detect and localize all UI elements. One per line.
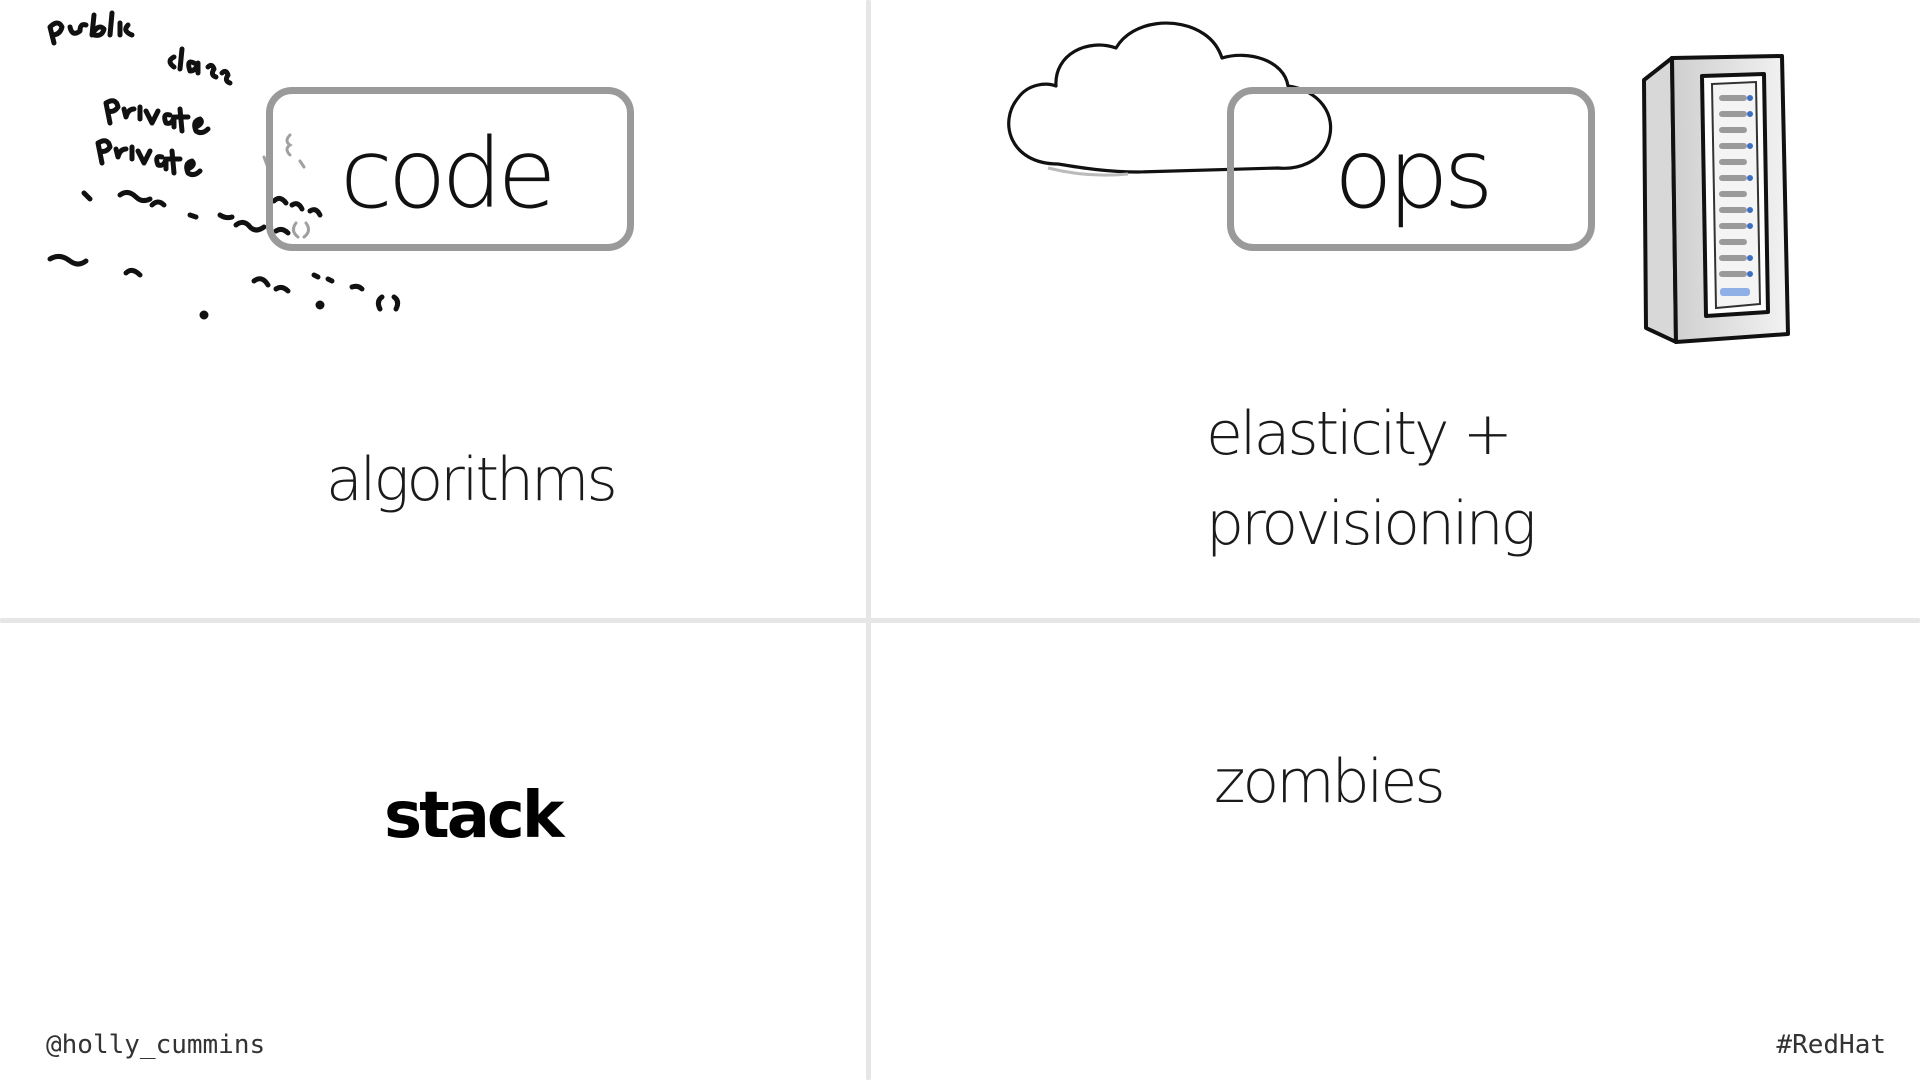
code-label-box	[266, 87, 634, 251]
author-handle: @holly_cummins	[46, 1030, 266, 1060]
ops-label: ops	[1334, 118, 1494, 230]
stack-topic: stack	[384, 779, 564, 853]
vertical-divider	[866, 0, 871, 1080]
ops-label-box	[1227, 87, 1595, 251]
algorithms-topic: algorithms	[326, 445, 618, 515]
horizontal-divider	[0, 618, 1920, 623]
code-label: code	[340, 118, 557, 230]
cloud-icon	[1007, 21, 1333, 177]
provisioning-topic: provisioning	[1206, 489, 1537, 559]
server-rack-icon	[1642, 54, 1790, 344]
hashtag: #RedHat	[1776, 1030, 1886, 1060]
zombies-topic: zombies	[1214, 747, 1446, 817]
elasticity-topic: elasticity +	[1206, 399, 1513, 469]
handwritten-code-icon	[47, 10, 401, 320]
